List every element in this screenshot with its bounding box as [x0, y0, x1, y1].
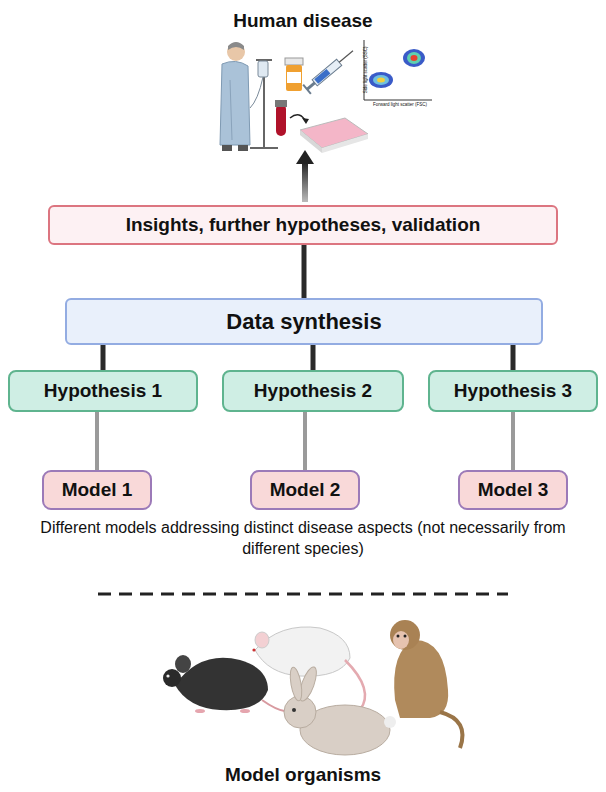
connector-line — [95, 412, 99, 470]
syringe — [303, 46, 357, 94]
monkey — [390, 620, 463, 748]
axis-label: Forward light scatter (FSC) — [373, 102, 427, 107]
label-block: Forward light scatter (FSC) — [368, 102, 432, 108]
node-text: Model 3 — [478, 479, 549, 501]
label-block: Different models addressing distinct dis… — [20, 518, 586, 560]
well-plate — [300, 118, 368, 153]
connector-line — [302, 245, 307, 298]
synthesis-box: Data synthesis — [65, 298, 543, 345]
iv-stand — [250, 60, 278, 148]
node-text: Data synthesis — [226, 309, 381, 335]
dashed-separator — [98, 593, 508, 596]
rabbit — [284, 665, 396, 755]
connector-line — [511, 345, 516, 370]
model-box: Model 1 — [42, 470, 152, 510]
connector-line — [311, 345, 316, 370]
model-box: Model 3 — [458, 470, 568, 510]
connector-line — [511, 412, 515, 470]
patient — [220, 42, 250, 151]
connector-line — [303, 412, 307, 470]
node-text: Insights, further hypotheses, validation — [126, 214, 481, 236]
model-box: Model 2 — [250, 470, 360, 510]
title: Human disease — [233, 10, 372, 31]
pill-bottle — [285, 58, 303, 91]
caption-block: Model organisms — [0, 764, 606, 786]
connector-line — [101, 345, 106, 370]
white-rat — [252, 627, 365, 710]
node-text: Hypothesis 3 — [454, 380, 572, 402]
node-text: Model 1 — [62, 479, 133, 501]
note-text: Different models addressing distinct dis… — [40, 519, 565, 557]
axis-label: Side light scatter (SSC) — [363, 47, 368, 94]
label-block: Side light scatter (SSC) — [363, 40, 369, 100]
hypothesis-box: Hypothesis 1 — [8, 370, 198, 412]
node-text: Hypothesis 2 — [254, 380, 372, 402]
title-block: Human disease — [0, 10, 606, 32]
insights-box: Insights, further hypotheses, validation — [48, 205, 558, 245]
hypothesis-box: Hypothesis 2 — [222, 370, 404, 412]
node-text: Model 2 — [270, 479, 341, 501]
scatter-plot — [364, 40, 432, 100]
caption: Model organisms — [225, 764, 381, 785]
upward-arrow — [296, 150, 314, 202]
hypothesis-box: Hypothesis 3 — [428, 370, 598, 412]
node-text: Hypothesis 1 — [44, 380, 162, 402]
